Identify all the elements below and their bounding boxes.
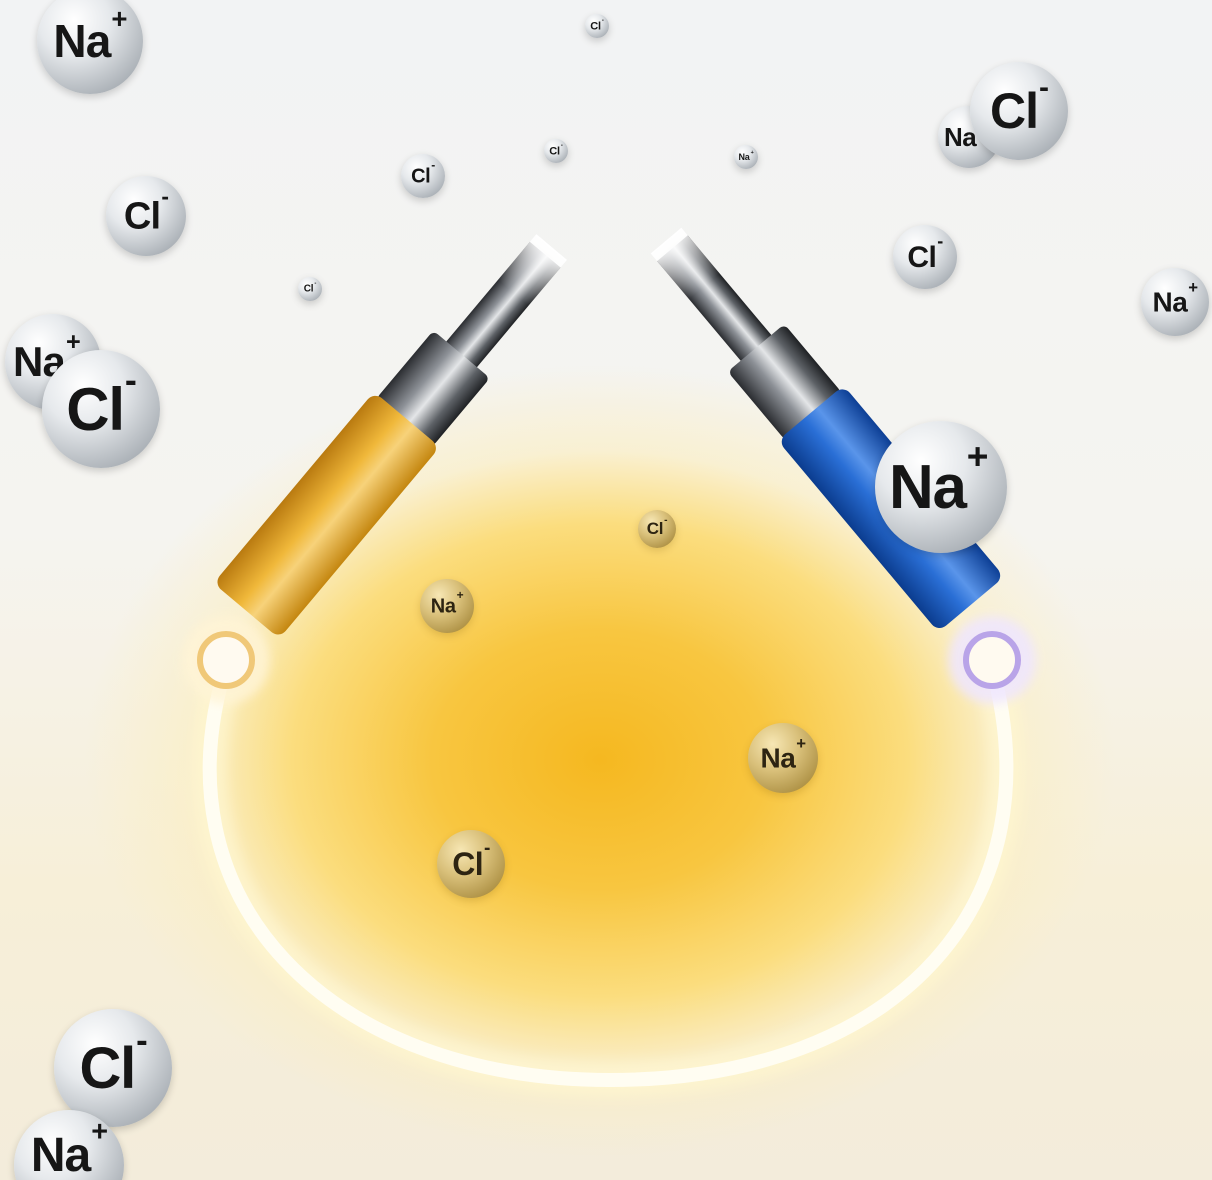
chloride-ion: Cl- bbox=[638, 510, 676, 548]
yellow-probe bbox=[217, 234, 567, 635]
chloride-ion: Cl- bbox=[42, 350, 160, 468]
chloride-ion: Cl- bbox=[544, 139, 568, 163]
sodium-ion: Na+ bbox=[1141, 268, 1209, 336]
blue-probe-tip bbox=[963, 631, 1021, 689]
blue-probe-collar bbox=[730, 326, 840, 439]
sodium-ion: Na+ bbox=[420, 579, 474, 633]
yellow-probe-tip bbox=[197, 631, 255, 689]
sodium-ion: Na+ bbox=[875, 421, 1007, 553]
chloride-ion: Cl- bbox=[54, 1009, 172, 1127]
yellow-probe-sleeve bbox=[217, 395, 436, 635]
chloride-ion: Cl- bbox=[106, 176, 186, 256]
chloride-ion: Cl- bbox=[401, 154, 445, 198]
sodium-ion: Na+ bbox=[37, 0, 143, 94]
current-arc-glow bbox=[192, 654, 1024, 1098]
chloride-ion: Cl- bbox=[298, 277, 322, 301]
sodium-ion: Na+ bbox=[734, 145, 758, 169]
chloride-ion: Cl- bbox=[893, 225, 957, 289]
current-arc bbox=[202, 657, 1014, 1088]
chloride-ion: Cl- bbox=[437, 830, 505, 898]
chloride-ion: Cl- bbox=[585, 14, 609, 38]
yellow-probe-collar bbox=[377, 332, 488, 445]
chloride-ion: Cl- bbox=[970, 62, 1068, 160]
sodium-ion: Na+ bbox=[748, 723, 818, 793]
